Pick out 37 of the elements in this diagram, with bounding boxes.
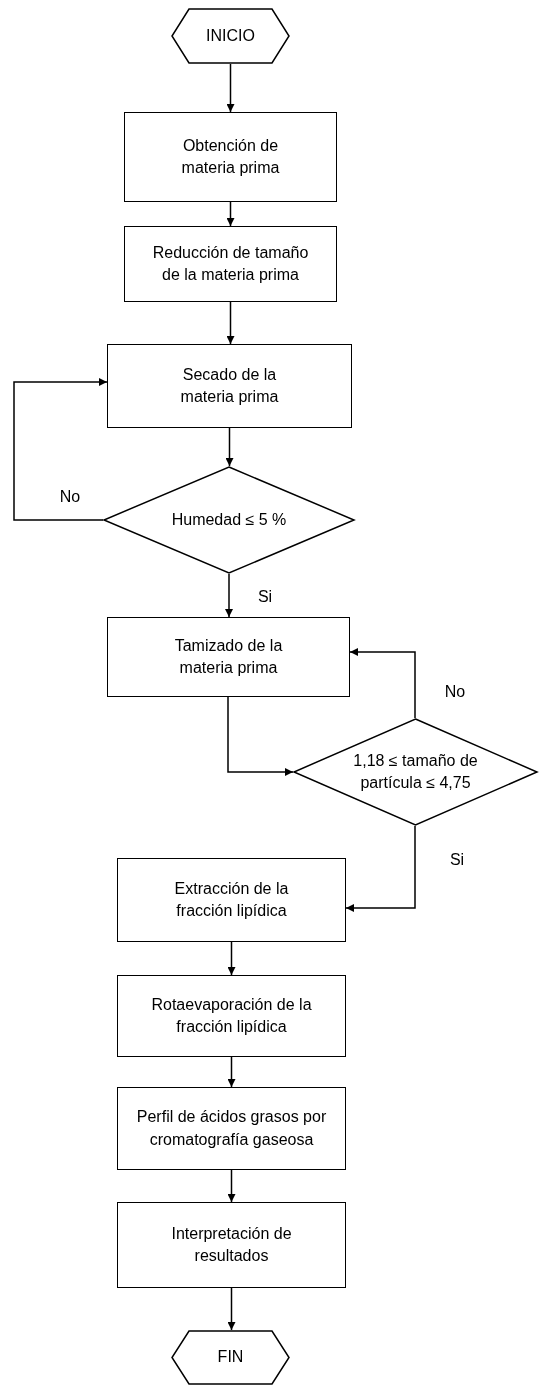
arrow [225,573,233,618]
process-box [124,226,337,302]
step-label: Interpretación de resultados [170,1223,293,1266]
arrow [227,1169,236,1203]
step-label: Humedad ≤ 5 % [171,509,287,530]
decision-diamond [293,718,538,826]
process-box [117,1202,346,1288]
step-label: Tamizado de la materia prima [173,635,284,678]
terminator-hexagon [171,8,290,64]
step-label: Obtención de materia prima [180,135,281,178]
decision-diamond [103,466,355,574]
step-label: Perfil de ácidos grasos por cromatografía gaseosa [135,1107,328,1150]
arrow [227,1287,236,1331]
arrow [226,63,235,113]
process-box [117,975,346,1057]
arrow [225,427,234,467]
step-label: Extracción de la fracción lipídica [173,878,290,921]
arrow [349,648,416,719]
process-box [117,858,346,942]
step-label: 1,18 ≤ tamaño de partícula ≤ 4,75 [352,750,479,793]
arrow [345,825,416,912]
arrow [227,941,236,976]
arrow [227,696,294,776]
arrow [227,1056,236,1088]
step-label: INICIO [206,25,255,46]
process-box [124,112,337,202]
step-label: FIN [217,1347,244,1368]
arrow [226,301,235,345]
arrow [226,201,235,227]
process-box [107,617,350,697]
arrow [13,378,108,521]
process-box [107,344,352,428]
step-label: Secado de la materia prima [179,364,280,407]
step-label: Reducción de tamaño de la materia prima [151,242,310,285]
process-box [117,1087,346,1170]
terminator-hexagon [171,1330,290,1385]
step-label: Rotaevaporación de la fracción lipídica [150,994,313,1037]
